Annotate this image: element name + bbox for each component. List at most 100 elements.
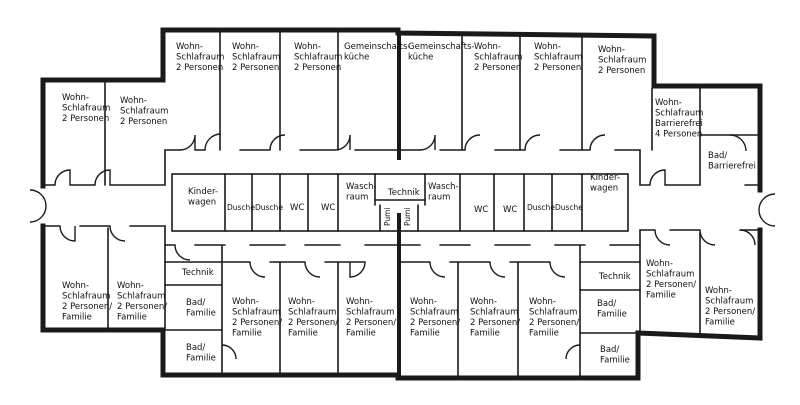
room-label-line: Wohn- xyxy=(655,98,682,108)
room-label-line: Schlafraum xyxy=(120,107,168,117)
room-label-r40: Bad/Familie xyxy=(597,299,627,320)
room-label-line: Wohn- xyxy=(232,297,259,307)
door-swing-3 xyxy=(179,134,196,151)
door-swings xyxy=(29,133,776,360)
room-label-line: 2 Personen/ xyxy=(470,318,520,328)
room-label-line: Familie xyxy=(186,309,216,319)
room-label-line: Familie xyxy=(705,318,735,328)
room-label-line: raum xyxy=(428,193,450,203)
room-label-line: Wohn- xyxy=(529,297,556,307)
exterior-wall-top xyxy=(40,27,763,193)
room-label-r24: WC xyxy=(503,205,517,215)
room-label-line: Wohn- xyxy=(470,297,497,307)
room-label-line: 2 Personen/ xyxy=(62,302,112,312)
room-label-line: Schlafraum xyxy=(474,53,522,63)
room-label-line: Familie xyxy=(117,313,147,323)
room-label-line: 2 Personen xyxy=(294,63,341,73)
sanitary-block-outline xyxy=(171,173,629,232)
room-label-r30: Technik xyxy=(181,268,214,278)
room-label-line: Wohn- xyxy=(288,297,315,307)
door-swing-26 xyxy=(565,344,581,360)
wall-upper-corridor-l xyxy=(614,149,651,186)
room-label-line: Technik xyxy=(598,272,631,282)
door-swing-23 xyxy=(699,229,716,246)
room-label-r23: WC xyxy=(474,205,488,215)
room-label-line: Gemeinschafts- xyxy=(408,42,474,52)
room-label-line: 2 Personen xyxy=(120,117,167,127)
room-label-line: Wohn- xyxy=(598,45,625,55)
door-swing-13 xyxy=(59,225,76,242)
room-label-line: 2 Personen/ xyxy=(117,302,167,312)
door-swing-6 xyxy=(334,134,351,151)
room-label-line: 2 Personen/ xyxy=(646,280,696,290)
door-swing-4 xyxy=(204,133,222,151)
room-label-line: Technik xyxy=(181,268,214,278)
room-label-r04: Gemeinschafts-küche xyxy=(344,42,410,63)
wall-lower-corridor-c xyxy=(129,225,176,246)
room-label-line: Dusche xyxy=(527,203,555,212)
door-swing-24 xyxy=(739,229,756,246)
door-swing-22 xyxy=(654,229,671,246)
room-label-line: Wohn- xyxy=(120,96,147,106)
room-label-line: Wohn- xyxy=(646,259,673,269)
room-label-line: Familie xyxy=(346,329,376,339)
room-label-line: Wohn- xyxy=(410,297,437,307)
wall-lower-corridor-l xyxy=(609,229,656,246)
room-label-line: 2 Personen/ xyxy=(705,307,755,317)
room-label-line: Wohn- xyxy=(294,42,321,52)
door-swing-1 xyxy=(54,169,71,186)
door-swing-7 xyxy=(419,134,436,151)
room-label-r21: Pumi xyxy=(383,207,392,226)
room-label-line: küche xyxy=(344,53,369,63)
room-label-line: Schlafraum xyxy=(62,104,110,114)
room-label-r14: Dusche xyxy=(227,203,255,212)
room-label-line: Wohn- xyxy=(232,42,259,52)
room-label-r31: Bad/Familie xyxy=(186,298,216,319)
room-label-r17: WC xyxy=(321,203,335,213)
room-label-line: Familie xyxy=(646,291,676,301)
room-label-line: 2 Personen xyxy=(474,63,521,73)
door-swing-11 xyxy=(649,169,666,186)
room-label-line: wagen xyxy=(590,184,618,194)
room-label-line: Schlafraum xyxy=(117,292,165,302)
room-label-line: 2 Personen xyxy=(598,66,645,76)
room-label-r41: Bad/Familie xyxy=(600,345,630,366)
room-label-r15: Dusche xyxy=(255,203,283,212)
room-label-line: Wohn- xyxy=(62,93,89,103)
room-label-line: Bad/ xyxy=(186,343,205,353)
door-swing-14 xyxy=(109,225,126,242)
room-label-line: WC xyxy=(503,205,517,215)
room-label-line: Schlafraum xyxy=(529,308,577,318)
door-swing-16 xyxy=(249,261,266,278)
room-label-line: Kinder- xyxy=(590,173,620,183)
room-label-line: Pumi xyxy=(383,207,392,226)
room-label-r18: Wasch-raum xyxy=(346,182,377,203)
room-label-line: 2 Personen/ xyxy=(346,318,396,328)
room-label-line: Gemeinschafts- xyxy=(344,42,410,52)
room-label-line: Wohn- xyxy=(117,281,144,291)
door-swing-15 xyxy=(174,244,191,261)
room-label-r20: Wasch-raum xyxy=(428,182,459,203)
door-swing-17 xyxy=(304,261,321,278)
room-label-line: Schlafraum xyxy=(288,308,336,318)
room-label-line: Wohn- xyxy=(705,286,732,296)
room-label-line: Familie xyxy=(186,354,216,364)
room-label-line: Technik xyxy=(387,188,420,198)
room-label-line: Dusche xyxy=(227,203,255,212)
room-label-line: Wasch- xyxy=(346,182,377,192)
